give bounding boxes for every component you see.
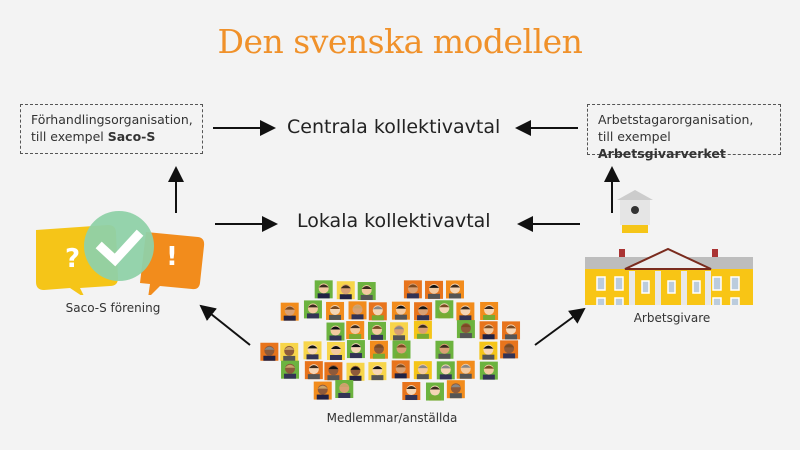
member-face-tile xyxy=(413,361,432,380)
member-face-tile xyxy=(303,341,322,360)
member-face-tile xyxy=(446,380,465,399)
union-speech-bubbles-icon: ? ! xyxy=(36,211,205,295)
member-face-tile xyxy=(326,341,345,360)
member-face-tile xyxy=(391,360,410,379)
page-title: Den svenska modellen xyxy=(217,22,583,61)
member-face-tile xyxy=(502,321,521,340)
member-face-tile xyxy=(479,321,498,340)
member-face-tile xyxy=(425,280,444,299)
svg-text:!: ! xyxy=(166,242,178,272)
member-face-tile xyxy=(369,340,388,359)
member-face-tile xyxy=(260,342,279,361)
member-face-tile xyxy=(435,300,454,319)
central-agreements: Centrala kollektivavtal xyxy=(287,116,501,138)
member-face-tile xyxy=(445,280,464,299)
member-face-tile xyxy=(324,362,343,381)
member-face-tile xyxy=(348,301,367,320)
member-face-tile xyxy=(500,340,519,359)
member-face-tile xyxy=(313,381,332,400)
arrow-members-to-employer xyxy=(534,307,586,346)
member-face-tile xyxy=(435,340,454,359)
members-faces-group xyxy=(260,280,521,401)
member-face-tile xyxy=(392,340,411,359)
negotiation-org-box: Förhandlingsorganisation, till exempel S… xyxy=(20,104,203,154)
employer-org-text: Arbetstagarorganisation, till exempel xyxy=(598,112,754,144)
member-face-tile xyxy=(402,382,421,401)
negotiation-org-example: Saco-S xyxy=(107,129,156,144)
members-label: Medlemmar/anställda xyxy=(326,411,458,425)
member-face-tile xyxy=(413,320,432,339)
member-face-tile xyxy=(281,360,300,379)
member-face-tile xyxy=(391,301,410,320)
member-face-tile xyxy=(280,302,299,321)
member-face-tile xyxy=(456,320,475,339)
member-face-tile xyxy=(346,340,365,359)
member-face-tile xyxy=(303,300,322,319)
employer-org-box: Arbetstagarorganisation, till exempel Ar… xyxy=(587,104,781,161)
member-face-tile xyxy=(346,321,365,340)
member-face-tile xyxy=(280,342,299,361)
member-face-tile xyxy=(480,301,499,320)
member-face-tile xyxy=(304,361,323,380)
member-face-tile xyxy=(326,301,345,320)
member-face-tile xyxy=(336,281,355,300)
member-face-tile xyxy=(346,362,365,381)
local-agreements: Lokala kollektivavtal xyxy=(297,210,491,232)
member-face-tile xyxy=(357,282,376,301)
member-face-tile xyxy=(436,361,455,380)
member-face-tile xyxy=(425,382,444,401)
member-face-tile xyxy=(414,302,433,321)
member-face-tile xyxy=(479,341,498,360)
svg-text:?: ? xyxy=(65,244,80,274)
union-label: Saco-S förening xyxy=(65,301,161,315)
arrow-members-to-union xyxy=(199,304,251,346)
member-face-tile xyxy=(368,362,387,381)
negotiation-org-text: Förhandlingsorganisation, till exempel xyxy=(31,112,193,144)
member-face-tile xyxy=(456,302,475,321)
member-face-tile xyxy=(314,280,333,299)
member-face-tile xyxy=(456,360,475,379)
member-face-tile xyxy=(335,380,354,399)
employer-label: Arbetsgivare xyxy=(633,311,711,325)
member-face-tile xyxy=(390,322,409,341)
member-face-tile xyxy=(479,361,498,380)
member-face-tile xyxy=(368,302,387,321)
member-face-tile xyxy=(326,322,345,341)
employer-org-example: Arbetsgivarverket xyxy=(598,146,726,161)
member-face-tile xyxy=(368,321,387,340)
employer-building-icon xyxy=(585,190,753,305)
member-face-tile xyxy=(403,280,422,299)
